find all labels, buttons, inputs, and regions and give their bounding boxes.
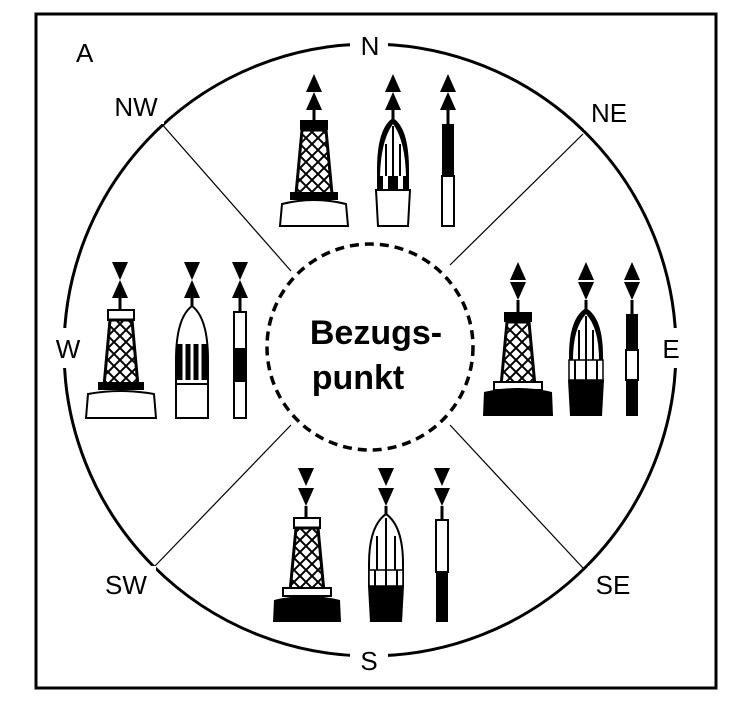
label-w: W (56, 334, 81, 364)
east-spar-buoy-icon (568, 262, 604, 416)
east-pole-mark-icon (624, 262, 640, 416)
reference-point-label-line1: Bezugs- (310, 314, 442, 352)
north-pillar-buoy-icon (278, 74, 350, 227)
west-spar-buoy-icon (175, 262, 209, 419)
south-pole-mark-icon (434, 468, 450, 622)
west-marks (84, 262, 248, 419)
label-s: S (360, 646, 377, 676)
label-n: N (361, 31, 380, 61)
south-marks (273, 468, 450, 622)
sector-lines (154, 121, 584, 569)
panel-label: A (76, 38, 94, 68)
south-pillar-buoy-icon (273, 468, 341, 622)
label-ne: NE (591, 98, 627, 128)
east-pillar-buoy-icon (483, 262, 553, 416)
west-pillar-buoy-icon (84, 262, 158, 419)
north-marks (278, 74, 456, 227)
label-nw: NW (114, 92, 158, 122)
south-spar-buoy-icon (368, 468, 404, 622)
label-e: E (662, 334, 679, 364)
reference-point-label-line2: punkt (312, 359, 405, 397)
north-spar-buoy-icon (374, 74, 412, 227)
west-pole-mark-icon (232, 262, 248, 419)
east-marks (483, 262, 640, 416)
north-pole-mark-icon (440, 74, 456, 227)
label-se: SE (596, 570, 631, 600)
reference-point-circle (265, 242, 475, 452)
label-sw: SW (105, 570, 147, 600)
